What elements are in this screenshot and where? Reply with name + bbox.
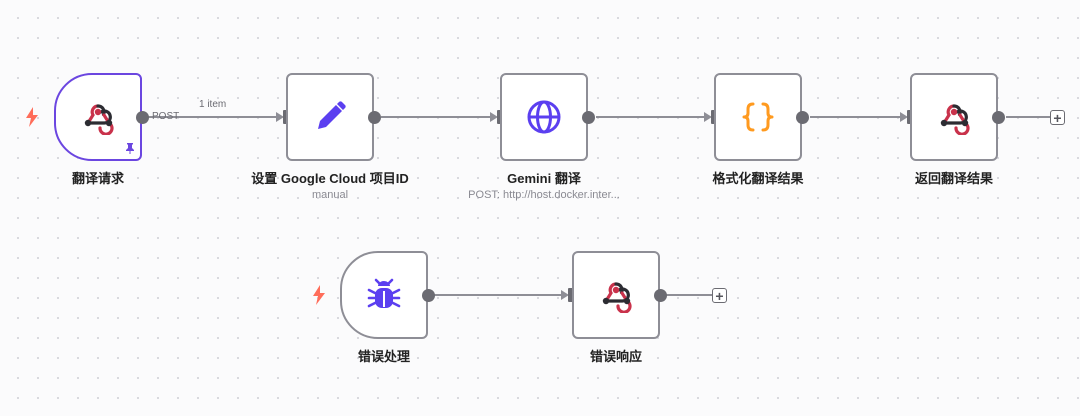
node-label: Gemini 翻译 [507, 171, 581, 186]
webhook-icon [940, 104, 970, 135]
webhook-icon [84, 104, 114, 135]
node-respond[interactable] [910, 73, 998, 161]
output-port[interactable] [368, 111, 381, 124]
add-node-button[interactable]: + [1050, 110, 1065, 125]
output-port[interactable] [654, 289, 667, 302]
output-port[interactable] [992, 111, 1005, 124]
output-label: POST [152, 111, 180, 122]
trigger-bolt-icon [26, 107, 38, 127]
node-format[interactable] [714, 73, 802, 161]
bug-icon [367, 278, 401, 308]
globe-icon [527, 100, 561, 134]
trigger-bolt-icon [313, 285, 325, 305]
add-node-button[interactable]: + [712, 288, 727, 303]
node-webhook-request[interactable] [54, 73, 142, 161]
node-label: 错误响应 [589, 349, 642, 364]
node-subtitle: POST: http://host.docker.inter... [468, 189, 620, 201]
pin-icon [126, 143, 134, 154]
node-label: 格式化翻译结果 [712, 171, 804, 186]
output-port[interactable] [136, 111, 149, 124]
node-subtitle: manual [311, 189, 349, 201]
output-port[interactable] [422, 289, 435, 302]
node-label: 返回翻译结果 [914, 171, 993, 186]
node-error-trigger[interactable] [340, 251, 428, 339]
node-gemini[interactable] [500, 73, 588, 161]
pencil-icon [318, 101, 346, 129]
node-label: 翻译请求 [71, 171, 124, 186]
node-set-project[interactable] [286, 73, 374, 161]
node-error-respond[interactable] [572, 251, 660, 339]
code-braces-icon [742, 102, 774, 132]
input-port[interactable] [568, 288, 575, 302]
node-label: 设置 Google Cloud 项目ID [251, 171, 409, 186]
edge-item-count: 1 item [199, 99, 227, 110]
output-port[interactable] [582, 111, 595, 124]
node-label: 错误处理 [357, 349, 410, 364]
output-port[interactable] [796, 111, 809, 124]
webhook-icon [602, 282, 632, 313]
